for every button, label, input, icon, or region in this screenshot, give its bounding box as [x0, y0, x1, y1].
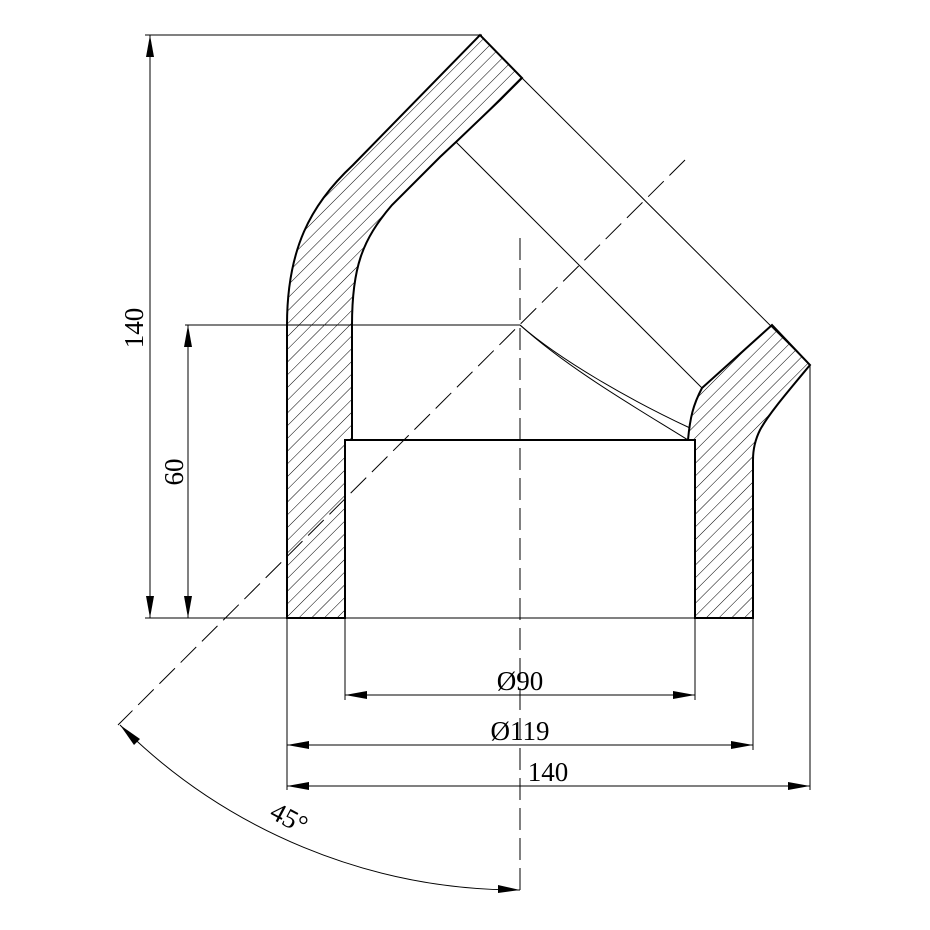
center-lines	[117, 159, 686, 895]
branch-center-line	[117, 159, 686, 726]
intersection-curve-2	[519, 324, 691, 429]
outline	[287, 77, 811, 619]
dimension-lines	[119, 35, 810, 893]
bore-line-lower	[455, 141, 703, 389]
arrow-down	[184, 596, 192, 618]
label-width-total: 140	[528, 757, 569, 787]
arrow-down	[146, 596, 154, 618]
left-wall-section	[286, 33, 524, 619]
label-height-total: 140	[119, 308, 149, 349]
section-hatching	[286, 33, 812, 619]
arrow-up	[146, 35, 154, 57]
arrow-angle-start	[120, 725, 140, 745]
extension-lines	[145, 34, 811, 790]
arrow-right	[731, 741, 753, 749]
arrow-left	[287, 782, 309, 790]
arrow-left	[345, 691, 367, 699]
label-height-socket: 60	[159, 459, 189, 486]
arrow-up	[184, 325, 192, 347]
arrow-right	[673, 691, 695, 699]
dim-angle-arc	[119, 724, 521, 891]
intersection-curve-1	[519, 324, 689, 441]
label-outer-diameter: Ø119	[491, 716, 550, 746]
arrow-angle-end	[498, 885, 520, 893]
bore-line-upper	[521, 77, 811, 366]
label-inner-diameter: Ø90	[497, 666, 544, 696]
right-wall-section	[686, 323, 812, 619]
arrow-right	[788, 782, 810, 790]
arrow-left	[287, 741, 309, 749]
